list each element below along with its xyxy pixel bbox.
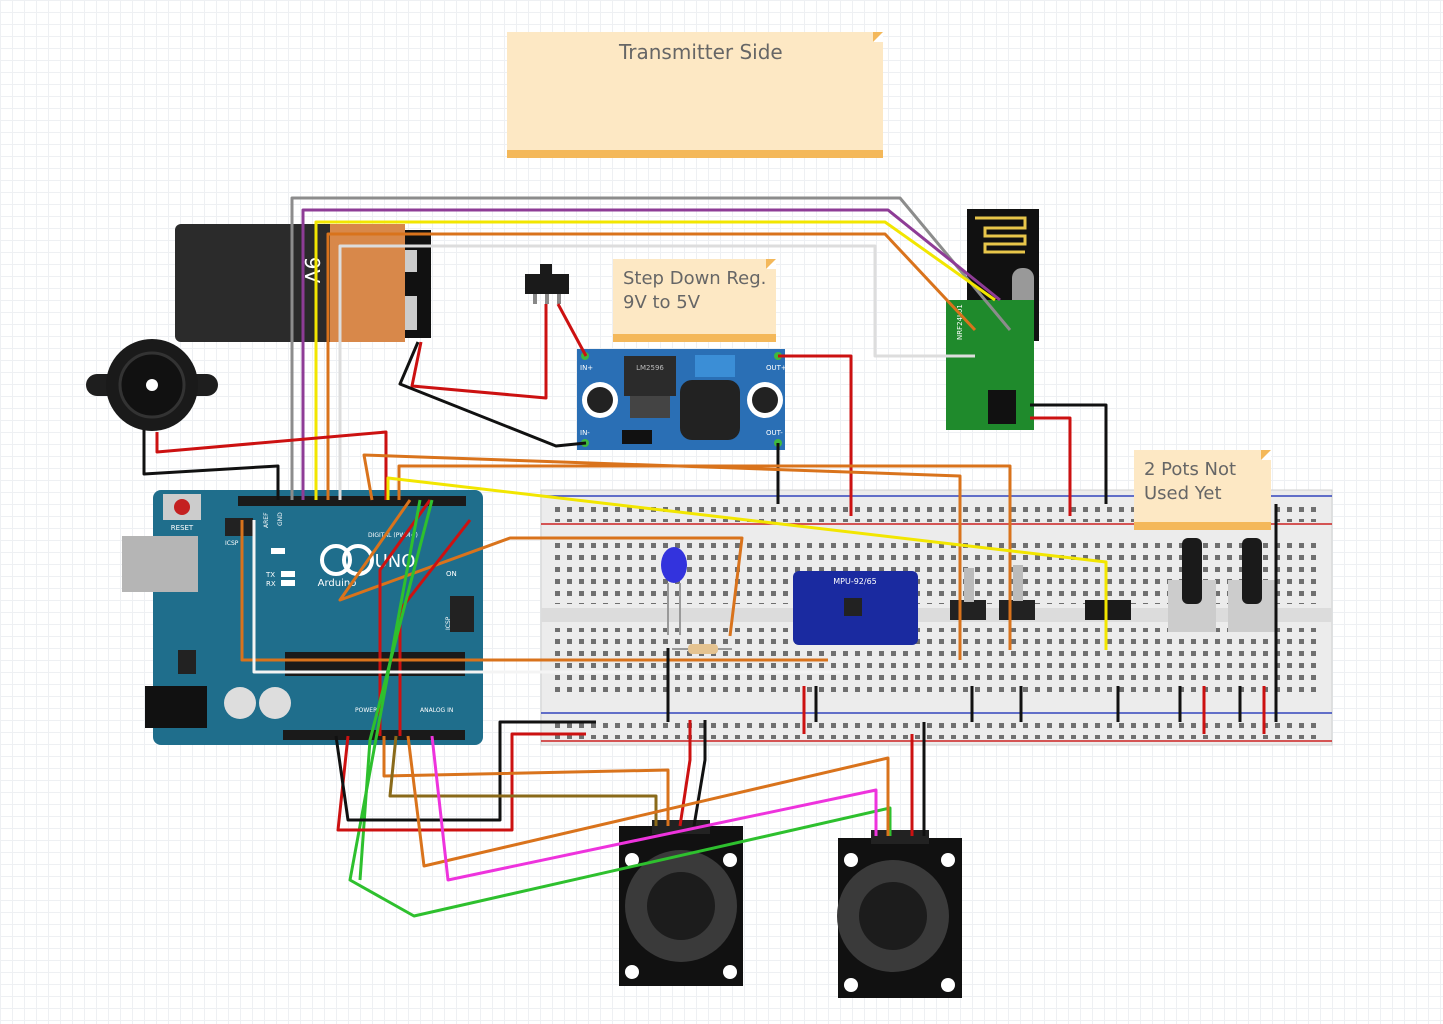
wire-pink-joy2 (430, 735, 878, 882)
wire-red-joy1 (336, 732, 586, 832)
nrf24l01-module: NRF24L01 (946, 209, 1039, 430)
wire-orange-joy2 (406, 735, 890, 868)
toggle-switch-2 (999, 565, 1035, 620)
imu-label: MPU-92/65 (833, 577, 877, 586)
wire-red-switch (556, 303, 588, 357)
arduino-power-label: POWER (355, 707, 377, 714)
arduino-tx-label: TX (265, 571, 275, 579)
slide-switch-breadboard (1085, 600, 1131, 620)
regulator-out-minus: OUT- (766, 429, 783, 437)
wire-white-top (338, 244, 975, 500)
arduino-icsp2-label: ICSP (445, 616, 452, 630)
rf-label: NRF24L01 (956, 304, 964, 340)
arduino-aref-label: AREF (263, 512, 270, 528)
regulator-in-minus: IN- (580, 429, 590, 437)
wire-yellow-top (314, 220, 996, 500)
regulator-chip-label: LM2596 (636, 364, 664, 372)
wire-black-battery (398, 341, 587, 448)
arduino-uno: Arduino UNO RESET ICSP ICSP ON L TX RX D… (122, 490, 483, 745)
regulator-note: Step Down Reg. 9V to 5V (613, 259, 776, 342)
regulator-in-plus: IN+ (580, 364, 593, 372)
pots-note: 2 Pots Not Used Yet (1134, 450, 1271, 530)
wire-purple-top (301, 208, 1001, 500)
wire-red-battery (410, 304, 548, 400)
wire-orange-led (240, 520, 828, 662)
arduino-on-label: ON (446, 570, 457, 578)
resistor (672, 644, 732, 654)
blue-led (661, 547, 687, 635)
arduino-logo: Arduino (318, 578, 357, 589)
arduino-icsp-label: ICSP (225, 540, 239, 547)
wire-black-rf (1030, 403, 1108, 504)
regulator-note-text: Step Down Reg. 9V to 5V (623, 268, 767, 313)
arduino-digital-label: DIGITAL (PWM~) (368, 532, 418, 539)
wire-red-reg-out (778, 354, 853, 516)
pots-note-text: 2 Pots Not Used Yet (1144, 459, 1237, 504)
title-note: Transmitter Side (507, 32, 883, 158)
step-down-regulator: LM2596 IN+ IN- OUT+ OUT- (577, 349, 787, 450)
arduino-rx-label: RX (266, 580, 276, 588)
joystick-1 (619, 820, 743, 986)
wire-black-buzzer (142, 430, 280, 500)
arduino-analog-label: ANALOG IN (420, 707, 453, 714)
arduino-uno-label: UNO (375, 551, 416, 572)
regulator-out-plus: OUT+ (766, 364, 787, 372)
battery-9v: 9V (175, 224, 431, 342)
arduino-l-label: L (271, 547, 275, 555)
wire-black-joy1b (692, 720, 707, 827)
wire-orange-top (326, 232, 977, 500)
wire-white-long (252, 520, 840, 674)
wire-green-1 (348, 499, 892, 918)
wire-black-joy1 (334, 720, 596, 822)
wire-green-2 (358, 499, 434, 881)
arduino-gnd-label: GND (277, 512, 284, 526)
imu-mpu9265: MPU-92/65 (793, 571, 918, 645)
wire-red-rf (1030, 416, 1072, 516)
joystick-2 (837, 830, 962, 998)
wire-brown-joy1 (388, 735, 658, 826)
wire-red-d (378, 499, 432, 736)
wire-orange-b (397, 464, 1012, 650)
wire-orange-c (338, 499, 744, 637)
wires (142, 196, 1278, 918)
arduino-reset-label: RESET (171, 524, 194, 532)
wire-red-joy1b (678, 720, 692, 827)
wire-yellow-mid (386, 476, 1108, 650)
wire-orange-joy1 (382, 736, 670, 826)
slide-switch (525, 264, 569, 304)
buzzer (86, 339, 218, 431)
title-note-text: Transmitter Side (619, 40, 783, 64)
wire-red-buzzer (155, 430, 388, 500)
potentiometer-2 (1228, 538, 1276, 632)
potentiometer-1 (1168, 538, 1216, 632)
